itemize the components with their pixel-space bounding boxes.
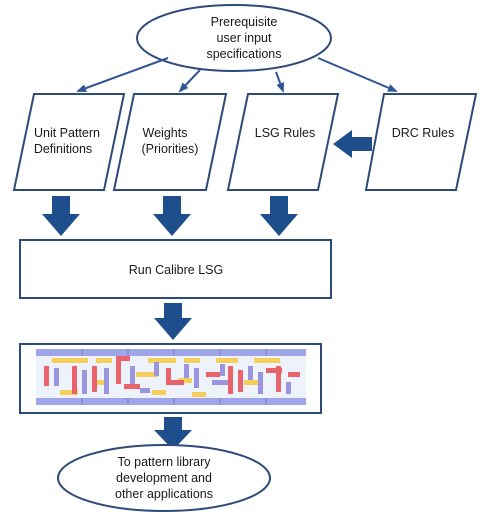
lsg-rules-label: LSG Rules bbox=[255, 126, 315, 140]
prerequisite-line-1: Prerequisite bbox=[211, 15, 278, 29]
output-line-2: development and bbox=[116, 471, 212, 485]
input-weights: Weights (Priorities) bbox=[112, 93, 228, 191]
drc-rules-label: DRC Rules bbox=[392, 126, 455, 140]
weights-line-1: Weights bbox=[143, 126, 188, 140]
pattern-rail-bottom bbox=[36, 398, 306, 405]
prerequisite-line-2: user input bbox=[217, 31, 272, 45]
connector-to-weights bbox=[178, 69, 201, 93]
pattern-rail-ticks bbox=[81, 349, 267, 405]
drc-to-lsg-arrow bbox=[333, 130, 372, 158]
weights-line-2: (Priorities) bbox=[142, 142, 199, 156]
unit-pattern-line-2: Definitions bbox=[34, 142, 92, 156]
input-drc-rules: DRC Rules bbox=[364, 93, 478, 191]
prerequisite-node: Prerequisite user input specifications bbox=[136, 4, 332, 72]
prerequisite-line-3: specifications bbox=[206, 47, 281, 61]
run-calibre-lsg-label: Run Calibre LSG bbox=[129, 263, 224, 277]
connector-to-drc-rules bbox=[317, 57, 398, 92]
connector-to-unit-pattern bbox=[76, 57, 169, 93]
connector-to-lsg-rules bbox=[275, 71, 284, 93]
lsg-rules-down-arrow bbox=[260, 196, 298, 236]
process-down-arrow bbox=[154, 303, 192, 340]
output-node: To pattern library development and other… bbox=[57, 444, 271, 512]
connectors bbox=[76, 57, 398, 93]
run-calibre-lsg-box: Run Calibre LSG bbox=[19, 239, 332, 299]
generated-pattern-box bbox=[19, 343, 322, 414]
output-line-1: To pattern library bbox=[117, 455, 211, 469]
unit-pattern-down-arrow bbox=[42, 196, 80, 236]
pattern-rail-top bbox=[36, 349, 306, 356]
pattern-shapes bbox=[44, 356, 300, 397]
unit-pattern-line-1: Unit Pattern bbox=[34, 126, 100, 140]
input-lsg-rules: LSG Rules bbox=[226, 93, 340, 191]
weights-down-arrow bbox=[153, 196, 191, 236]
pattern-down-arrow bbox=[154, 417, 192, 450]
input-unit-pattern: Unit Pattern Definitions bbox=[12, 93, 126, 191]
output-line-3: other applications bbox=[115, 487, 213, 501]
